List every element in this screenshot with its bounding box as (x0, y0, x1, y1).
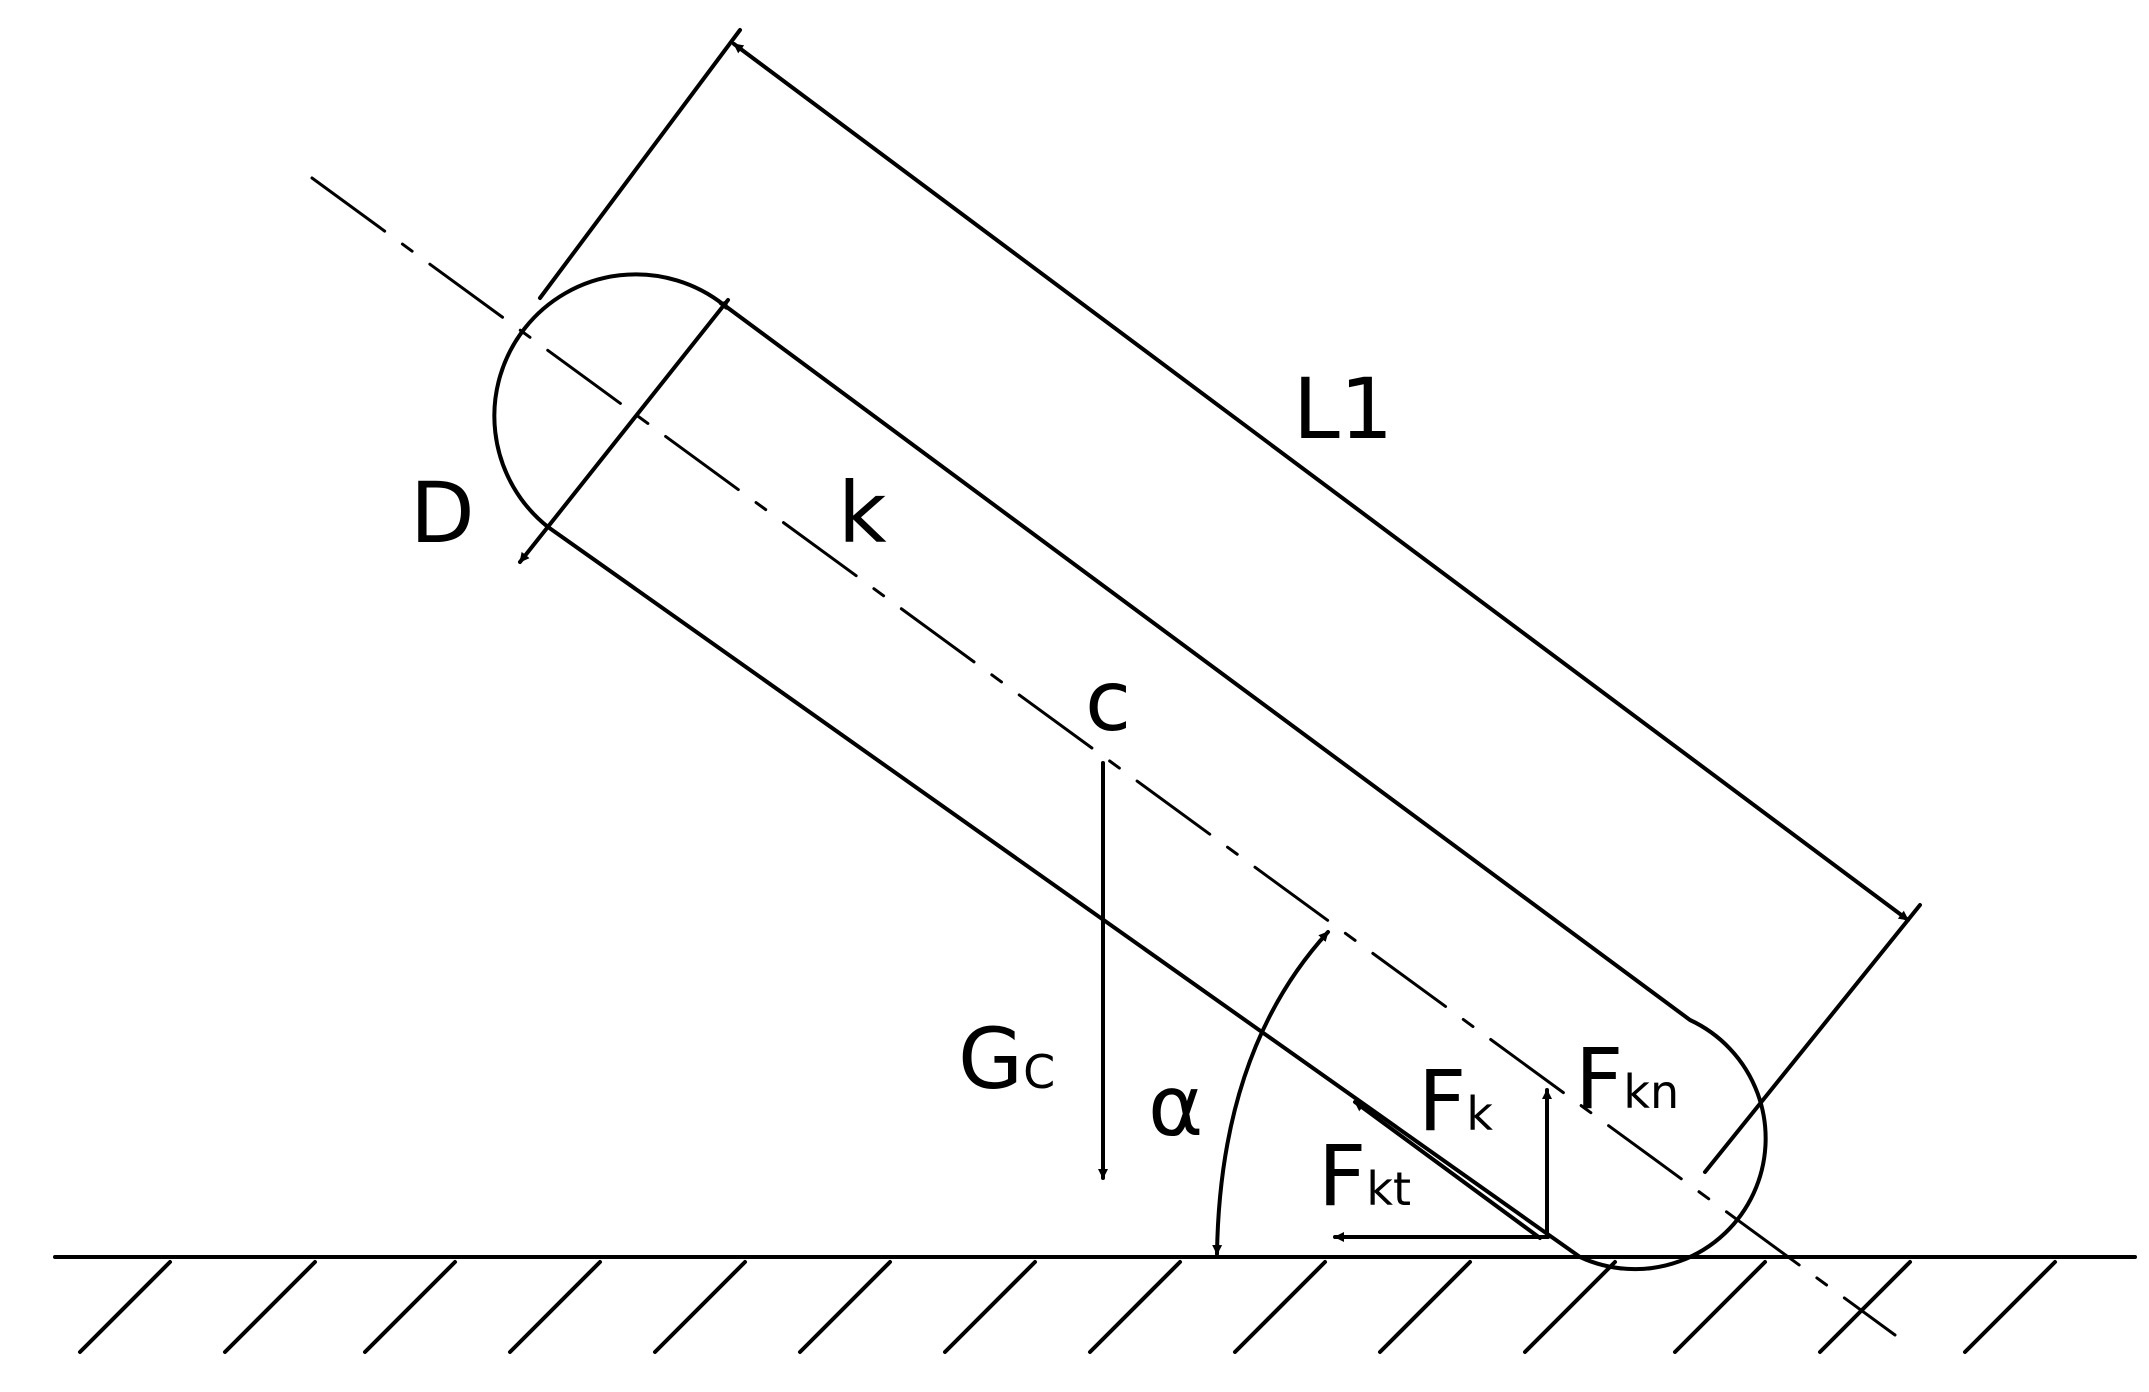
diameter-dimension-line (518, 298, 730, 564)
axis-label: k (838, 464, 887, 562)
length-label: L1 (1293, 360, 1393, 458)
tangential-force-label: Fkt (1318, 1127, 1411, 1225)
center-label: c (1085, 652, 1131, 750)
normal-force-label: Fkn (1575, 1030, 1679, 1128)
length-extension-line-bottom (1703, 903, 1922, 1174)
angle-arc (1212, 930, 1330, 1256)
length-extension-line-top (538, 28, 742, 300)
contact-force-arrow (1353, 1100, 1542, 1240)
contact-force-label: Fk (1418, 1052, 1493, 1150)
gravity-label: GC (958, 1010, 1055, 1108)
length-dimension-line (732, 42, 1910, 922)
ground-hatching (78, 1260, 2057, 1354)
diameter-label: D (410, 464, 475, 562)
angle-label: α (1148, 1057, 1203, 1155)
